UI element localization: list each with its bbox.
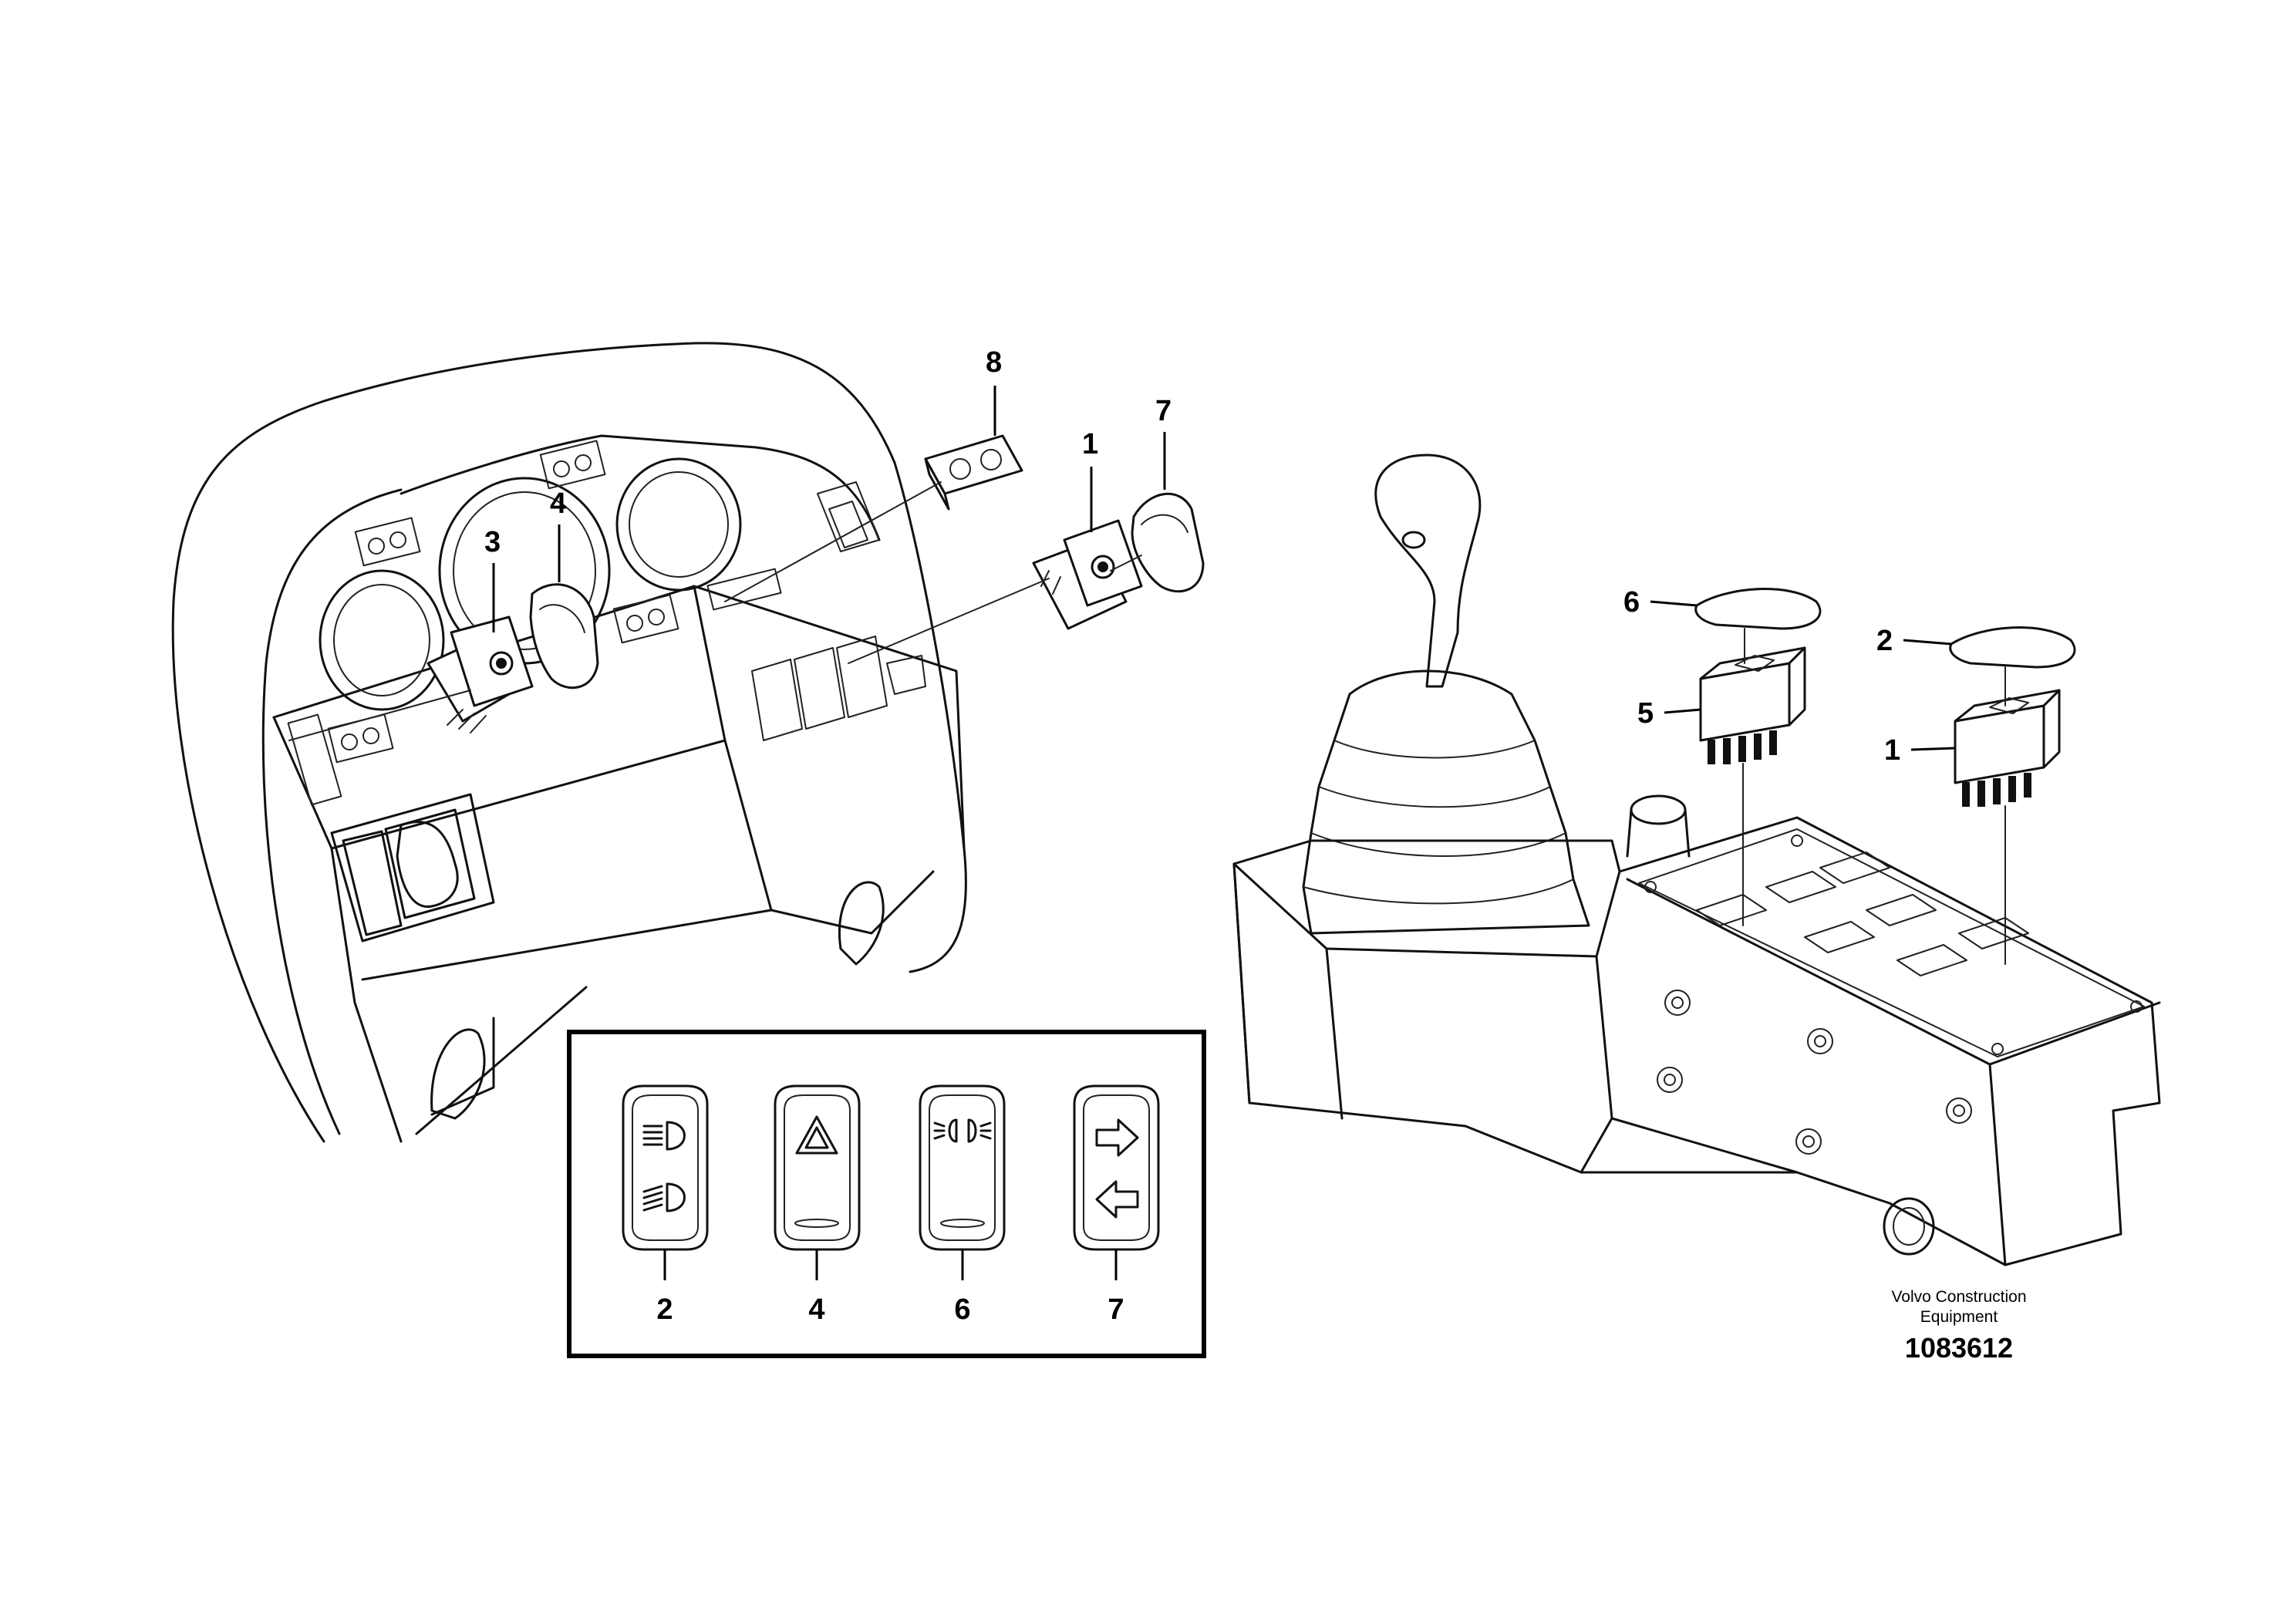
console-switch-5 [1699,646,1806,764]
control-console [1232,454,2161,1266]
callout-legend-4: 4 [808,1293,824,1326]
parking-light-icon [933,1118,992,1143]
console-switch-1 [1954,689,2061,807]
legend-rocker-parking [919,1084,1006,1251]
callout-console-5: 5 [1637,697,1654,730]
callout-dash-7: 7 [1155,395,1172,427]
dash-rocker-cap-4 [529,583,599,690]
callout-legend-7: 7 [1108,1293,1124,1326]
callout-legend-2: 2 [656,1293,673,1326]
symbol-legend-box [567,1030,1206,1358]
callout-legend-6: 6 [954,1293,970,1326]
callout-console-6: 6 [1623,586,1640,619]
dashboard-panel [171,342,1205,1143]
manufacturer-line-1: Volvo Construction [1891,1288,2026,1306]
callout-dash-8: 8 [986,346,1002,379]
console-rocker-cap-6 [1694,588,1822,630]
exploded-rocker-cap-7 [1131,492,1205,593]
hazard-triangle-icon [795,1115,838,1155]
callout-console-1: 1 [1884,734,1900,767]
legend-rocker-hazard [774,1084,861,1251]
manufacturer-line-2: Equipment [1920,1308,1998,1326]
callout-console-2: 2 [1876,625,1893,657]
callouts: 8 7 1 4 3 6 2 5 1 2 4 6 7 [484,346,1956,1326]
exploded-switch-1 [1032,519,1143,630]
legend-rocker-turn-signal [1073,1084,1160,1251]
headlight-beam-icon [642,1121,686,1212]
callout-dash-1: 1 [1082,428,1098,460]
callout-dash-3: 3 [484,526,501,558]
drawing-credit: Volvo Construction Equipment 1083612 [1891,1288,2026,1364]
callout-dash-4: 4 [550,487,566,520]
dash-rocker-switch-3 [426,615,534,733]
exploded-indicator-8 [924,434,1023,511]
legend-rocker-headlight [622,1084,709,1251]
turn-signal-arrows-icon [1095,1118,1139,1219]
drawing-number: 1083612 [1905,1332,2013,1364]
console-rocker-cap-2 [1949,626,2076,669]
